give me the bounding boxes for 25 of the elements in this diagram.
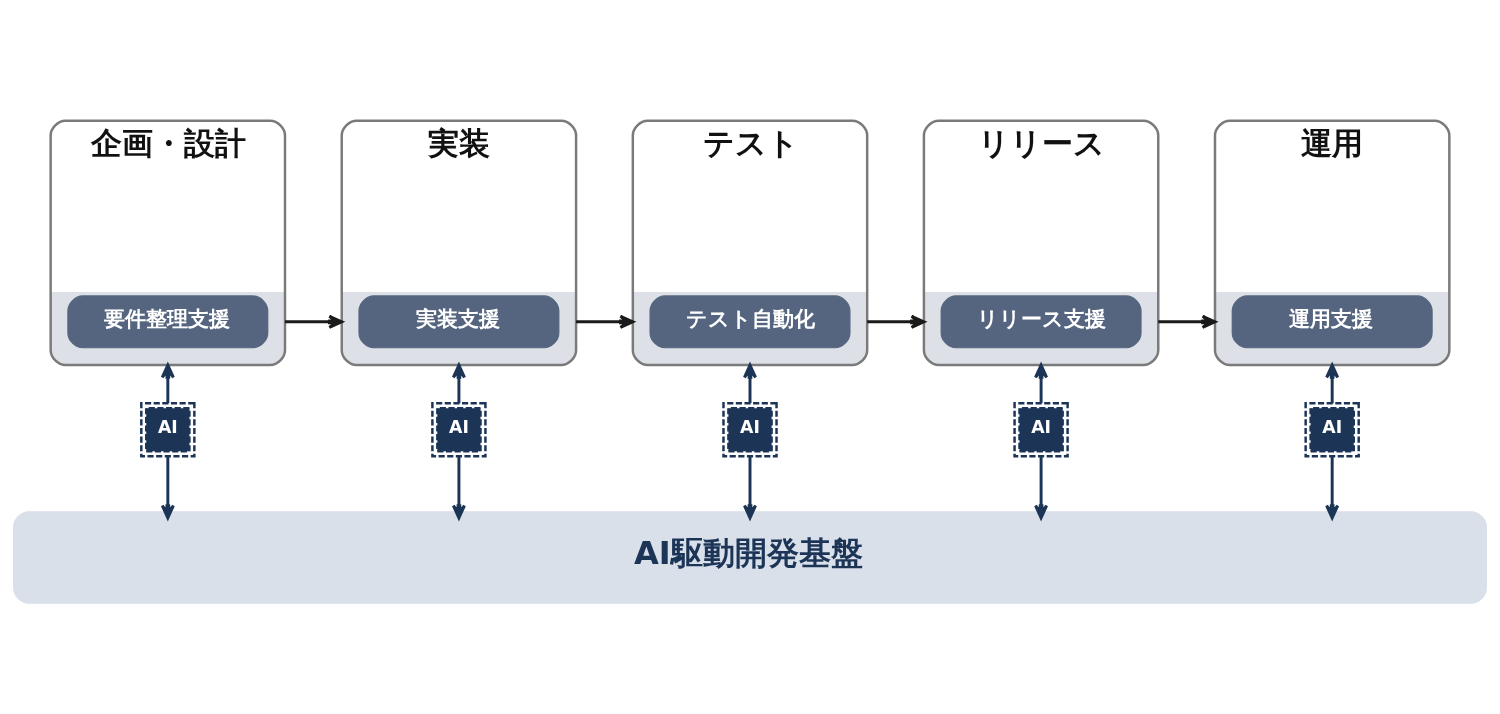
arrow — [742, 456, 758, 520]
node-box: AI — [722, 402, 778, 458]
arrow — [1325, 456, 1340, 520]
node-box: 運用支援 — [1231, 295, 1433, 349]
node-box: リリース支援 — [940, 295, 1142, 349]
arrow — [576, 314, 635, 329]
node-box: テスト自動化 — [649, 295, 851, 349]
arrow — [867, 314, 926, 329]
arrow — [1325, 363, 1340, 404]
arrow — [1034, 456, 1049, 520]
arrow — [285, 314, 344, 329]
node-box: AI — [1304, 402, 1360, 458]
node-box: AI — [431, 402, 487, 458]
arrow — [1158, 314, 1217, 329]
arrow — [160, 363, 175, 404]
arrow — [451, 456, 466, 520]
node-box: AI — [140, 402, 196, 458]
arrow — [451, 363, 466, 404]
arrow — [742, 363, 758, 404]
node-box: AI駆動開発基盤 — [13, 511, 1487, 604]
node-box: 要件整理支援 — [67, 295, 269, 349]
arrow — [160, 456, 175, 520]
arrow — [1034, 363, 1049, 404]
node-box: AI — [1013, 402, 1069, 458]
node-box: 実装支援 — [358, 295, 560, 349]
